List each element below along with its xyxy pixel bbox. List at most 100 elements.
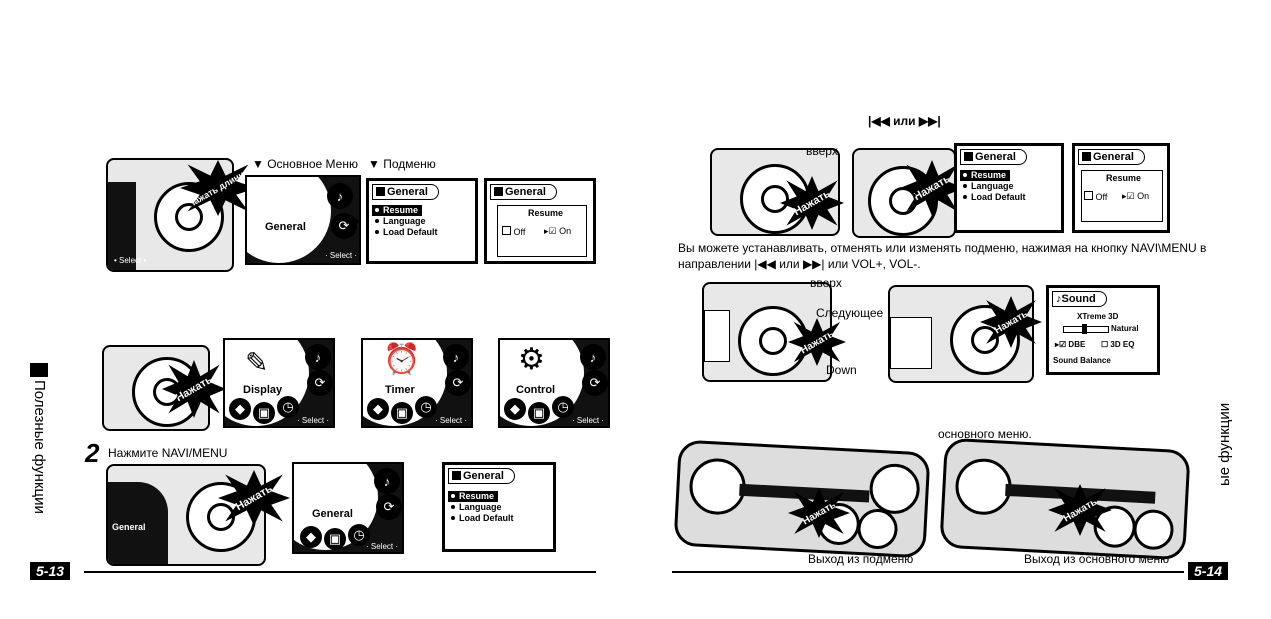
next-label: Следующее — [816, 306, 883, 320]
menu-item-language[interactable]: Language — [448, 502, 502, 513]
repeat-icon: ⟳ — [376, 494, 402, 520]
menu-item-load-default[interactable]: Load Default — [960, 192, 1026, 203]
music-note-icon: ♪ — [327, 183, 353, 209]
menu-item-load-default[interactable]: Load Default — [372, 227, 438, 238]
general-header: General — [960, 149, 1027, 165]
arrow-right-icon: ▶ — [350, 212, 361, 229]
press-burst: Нажать — [1048, 484, 1112, 536]
menu-item-resume[interactable]: Resume — [372, 205, 422, 216]
screen-icon: ▣ — [391, 402, 413, 424]
sound-item-xtreme[interactable]: XTreme 3D — [1077, 312, 1118, 321]
sound-item-dbe[interactable]: ▸☑ DBE — [1055, 340, 1085, 349]
page-number: 5-14 — [1188, 562, 1228, 580]
main-menu-header: ▼ Основное Меню — [252, 157, 358, 171]
speaker-knob — [954, 457, 1013, 516]
menu-item-load-default[interactable]: Load Default — [448, 513, 514, 524]
music-note-icon: ♪ — [305, 344, 331, 370]
press-burst: Нажать — [980, 296, 1042, 348]
select-label: · Select · — [325, 251, 357, 260]
general-header: General — [372, 184, 439, 200]
general-header: General — [490, 184, 557, 200]
sound-item-natural[interactable]: Natural — [1111, 324, 1139, 333]
menu-item-resume[interactable]: Resume — [960, 170, 1010, 181]
device-select-label: • Select • — [114, 256, 146, 265]
side-tab-label: Полезные функции — [31, 380, 48, 514]
screen-icon: ▣ — [324, 528, 346, 550]
general-submenu-panel-2: General Resume Language Load Default — [442, 462, 556, 552]
instruction-line-2: направлении |◀◀ или ▶▶| или VOL+, VOL-. — [678, 257, 921, 271]
repeat-icon: ⟳ — [582, 370, 608, 396]
menu-label-control: Control — [516, 384, 555, 396]
cube-icon: ◆ — [367, 398, 389, 420]
general-header: General — [1078, 149, 1145, 165]
alarm-clock-icon: ⏰ — [383, 342, 420, 377]
press-burst: Нажать — [218, 470, 290, 526]
press-burst: Нажать — [788, 488, 850, 538]
sound-panel: ♪Sound XTreme 3D Natural ▸☑ DBE ☐ 3D EQ … — [1046, 285, 1160, 375]
exit-submenu-label: Выход из подменю — [808, 552, 913, 566]
main-menu-panel-display: ✎ Display ♪ ⟳ ◆ ▣ ◷ · Select · — [223, 338, 335, 428]
menu-item-language[interactable]: Language — [372, 216, 426, 227]
sound-item-balance[interactable]: Sound Balance — [1053, 356, 1111, 365]
clock-icon: ◷ — [415, 396, 437, 418]
repeat-icon: ⟳ — [445, 370, 471, 396]
cube-icon — [452, 471, 461, 480]
resume-title: Resume — [528, 208, 563, 218]
exit-mainmenu-label: Выход из основного меню — [1024, 552, 1169, 566]
page-number: 5-13 — [30, 562, 70, 580]
step-instruction: Нажмите NAVI/MENU — [108, 446, 227, 460]
select-label: · Select · — [435, 416, 467, 425]
resume-panel-2: General Resume Off ▸☑ On — [1072, 143, 1170, 233]
screen-icon: ▣ — [528, 402, 550, 424]
resume-off-option[interactable]: Off — [1084, 191, 1107, 202]
resume-box: Resume Off ▸☑ On — [497, 205, 587, 257]
submenu-header: ▼ Подменю — [368, 157, 436, 171]
speaker-knob — [688, 457, 747, 516]
main-menu-panel-general: General ♪ ⟳ · Select · — [245, 175, 361, 265]
control-knob — [857, 508, 899, 550]
main-menu-panel-control: ⚙ Control ♪ ⟳ ◆ ▣ ◷ · Select · — [498, 338, 610, 428]
menu-label-timer: Timer — [385, 384, 415, 396]
press-burst: Нажать — [788, 318, 846, 366]
resume-off-option[interactable]: Off — [502, 226, 525, 237]
press-burst: Нажать — [162, 360, 226, 418]
speaker-knob — [868, 463, 921, 516]
down-label: Down — [826, 363, 857, 377]
menu-label-general: General — [112, 522, 146, 532]
display-brush-icon: ✎ — [245, 346, 268, 379]
player-screen — [704, 310, 730, 362]
menu-label-general: General — [312, 508, 353, 520]
repeat-icon: ⟳ — [307, 370, 333, 396]
general-header: General — [448, 468, 515, 484]
resume-title: Resume — [1106, 173, 1141, 183]
music-note-icon: ♪ — [580, 344, 606, 370]
slider-handle[interactable] — [1082, 324, 1087, 334]
general-submenu-panel: General Resume Language Load Default — [366, 178, 478, 264]
sound-item-3deq[interactable]: ☐ 3D EQ — [1101, 340, 1134, 349]
menu-dial — [245, 175, 331, 263]
sound-header: ♪Sound — [1052, 291, 1107, 307]
cube-icon: ◆ — [229, 398, 251, 420]
gears-icon: ⚙ — [518, 342, 545, 377]
select-label: · Select · — [572, 416, 604, 425]
cube-icon — [1082, 152, 1091, 161]
cube-icon — [964, 152, 973, 161]
footer-rule — [84, 571, 596, 573]
music-note-icon: ♪ — [443, 344, 469, 370]
footer-rule — [672, 571, 1184, 573]
up-label: вверх — [806, 144, 838, 158]
main-menu-panel-timer: ⏰ Timer ♪ ⟳ ◆ ▣ ◷ · Select · — [361, 338, 473, 428]
skip-buttons-caption: |◀◀ или ▶▶| — [868, 114, 941, 128]
music-note-icon: ♪ — [374, 468, 400, 494]
instruction-line-1: Вы можете устанавливать, отменять или из… — [678, 241, 1206, 255]
balance-slider[interactable] — [1063, 326, 1109, 333]
menu-item-resume[interactable]: Resume — [448, 491, 498, 502]
menu-label-general: General — [265, 221, 306, 233]
cube-icon — [494, 187, 503, 196]
resume-on-option[interactable]: ▸☑ On — [544, 226, 571, 237]
cube-icon — [376, 187, 385, 196]
general-submenu-panel-3: General Resume Language Load Default — [954, 143, 1064, 233]
menu-item-language[interactable]: Language — [960, 181, 1014, 192]
resume-on-option[interactable]: ▸☑ On — [1122, 191, 1149, 202]
player-screen — [890, 317, 932, 369]
